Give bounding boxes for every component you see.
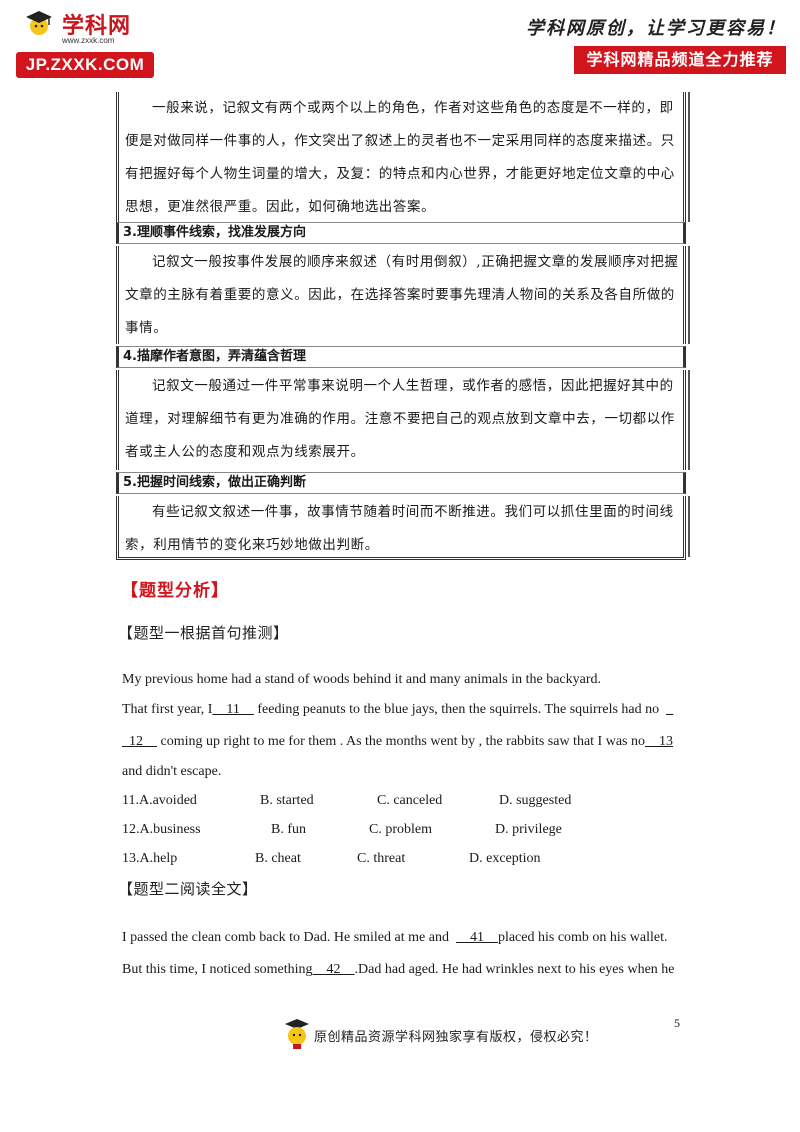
- text-line: 有些记叙文叙述一件事，故事情节随着时间而不断推进。我们可以抓住里面的时间线: [152, 504, 674, 520]
- option-11-c: C. canceled: [377, 793, 443, 808]
- option-11-a: 11.A.avoided: [122, 793, 197, 808]
- text-segment: coming up right to me for them . As the …: [157, 734, 645, 749]
- section-box-5: 有些记叙文叙述一件事，故事情节随着时间而不断推进。我们可以抓住里面的时间线 索，…: [116, 496, 690, 562]
- blank-13: 13: [644, 734, 673, 749]
- blank-42: 42: [312, 962, 355, 977]
- option-13-b: B. cheat: [255, 851, 301, 866]
- intro-paragraph: 一般来说，记叙文有两个或两个以上的角色，作者对这些角色的态度是不一样的，即 便是…: [119, 92, 683, 224]
- section-paragraph: 记叙文一般按事件发展的顺序来叙述（有时用倒叙）,正确把握文章的发展顺序对把握 文…: [119, 246, 683, 345]
- option-12-d: D. privilege: [495, 822, 562, 837]
- text-line: 者或主人公的态度和观点为线索展开。: [125, 444, 365, 460]
- text-segment: That first year, I: [122, 702, 213, 717]
- text-segment: .Dad had aged. He had wrinkles next to h…: [354, 962, 675, 977]
- section-heading-5: 5.把握时间线索，做出正确判断: [116, 472, 686, 494]
- option-13-c: C. threat: [357, 851, 406, 866]
- logo-url: www.zxxk.com: [62, 36, 115, 45]
- text-line: 记叙文一般通过一件平常事来说明一个人生哲理，或作者的感悟，因此把握好其中的: [152, 378, 674, 394]
- text-segment: feeding peanuts to the blue jays, then t…: [253, 702, 667, 717]
- passage-line: My previous home had a stand of woods be…: [122, 672, 602, 687]
- option-13-a: 13.A.help: [122, 851, 178, 866]
- zxxk-logo[interactable]: 学科网 www.zxxk.com JP.ZXXK.COM: [10, 6, 160, 86]
- text-line: 事情。: [125, 320, 168, 336]
- passage-line: 12 coming up right to me for them . As t…: [122, 734, 673, 750]
- option-13-d: D. exception: [469, 851, 541, 866]
- option-12-c: C. problem: [369, 822, 432, 837]
- text-line: 便是对做同样一件事的人，作文突出了叙述上的灵者也不一定采用同样的态度来描述。只: [125, 133, 675, 149]
- passage-line: That first year, I 11 feeding peanuts to…: [122, 702, 673, 718]
- mascot-icon: [285, 1019, 309, 1049]
- blank-41: 41: [455, 930, 498, 945]
- text-line: 索，利用情节的变化来巧妙地做出判断。: [125, 537, 379, 553]
- text-segment: I passed the clean comb back to Dad. He …: [122, 930, 456, 945]
- blank-marker: _: [666, 702, 674, 717]
- text-line: 有把握好每个人物生词量的增大，及复：的特点和内心世界，才能更好地定位文章的中心: [125, 166, 675, 182]
- section-heading-3: 3.理顺事件线索，找准发展方向: [116, 222, 686, 244]
- intro-box: 一般来说，记叙文有两个或两个以上的角色，作者对这些角色的态度是不一样的，即 便是…: [116, 92, 690, 224]
- recommend-banner: 学科网精品频道全力推荐: [574, 46, 786, 74]
- option-11-b: B. started: [260, 793, 314, 808]
- logo-text: 学科网: [62, 14, 132, 39]
- option-12-b: B. fun: [271, 822, 306, 837]
- question-type-1-title: 【题型一根据首句推测】: [118, 624, 289, 642]
- text-segment: But this time, I noticed something: [122, 962, 313, 977]
- option-12-a: 12.A.business: [122, 822, 201, 837]
- text-line: 文章的主脉有着重要的意义。因此，在选择答案时要事先理清人物间的关系及各自所做的: [125, 287, 675, 303]
- text-line: 道理，对理解细节有更为准确的作用。注意不要把自己的观点放到文章中去，一切都以作: [125, 411, 675, 427]
- section-paragraph: 记叙文一般通过一件平常事来说明一个人生哲理，或作者的感悟，因此把握好其中的 道理…: [119, 370, 683, 469]
- option-11-d: D. suggested: [499, 793, 572, 808]
- section-heading-4: 4.描摩作者意图，弄清蕴含哲理: [116, 346, 686, 368]
- text-line: 记叙文一般按事件发展的顺序来叙述（有时用倒叙）,正确把握文章的发展顺序对把握: [152, 254, 679, 270]
- text-segment: placed his comb on his wallet.: [497, 930, 668, 945]
- text-line: 思想，更准然很严重。因此，如何确地选出答案。: [125, 199, 436, 215]
- question-type-2-title: 【题型二阅读全文】: [118, 880, 258, 898]
- analysis-title: 【题型分析】: [121, 581, 229, 601]
- logo-badge: JP.ZXXK.COM: [16, 52, 154, 78]
- blank-11: 11: [212, 702, 254, 717]
- section-paragraph: 有些记叙文叙述一件事，故事情节随着时间而不断推进。我们可以抓住里面的时间线 索，…: [119, 496, 683, 562]
- blank-12: 12: [122, 734, 157, 749]
- graduate-cap-icon: [26, 11, 52, 35]
- section-box-3: 记叙文一般按事件发展的顺序来叙述（有时用倒叙）,正确把握文章的发展顺序对把握 文…: [116, 246, 690, 345]
- section-box-4: 记叙文一般通过一件平常事来说明一个人生哲理，或作者的感悟，因此把握好其中的 道理…: [116, 370, 690, 470]
- page-footer: 原创精品资源学科网独家享有版权，侵权必究！: [284, 1014, 624, 1054]
- passage-line: and didn't escape.: [122, 764, 222, 779]
- text-line: 一般来说，记叙文有两个或两个以上的角色，作者对这些角色的态度是不一样的，即: [152, 100, 674, 116]
- passage-line: I passed the clean comb back to Dad. He …: [122, 930, 667, 946]
- passage-line: But this time, I noticed something 42 .D…: [122, 962, 675, 978]
- page-header: 学科网 www.zxxk.com JP.ZXXK.COM 学科网原创，让学习更容…: [0, 0, 800, 90]
- page-number: 5: [674, 1016, 680, 1030]
- copyright-notice: 原创精品资源学科网独家享有版权，侵权必究！: [314, 1030, 598, 1045]
- header-slogan: 学科网原创，让学习更容易！: [526, 18, 786, 39]
